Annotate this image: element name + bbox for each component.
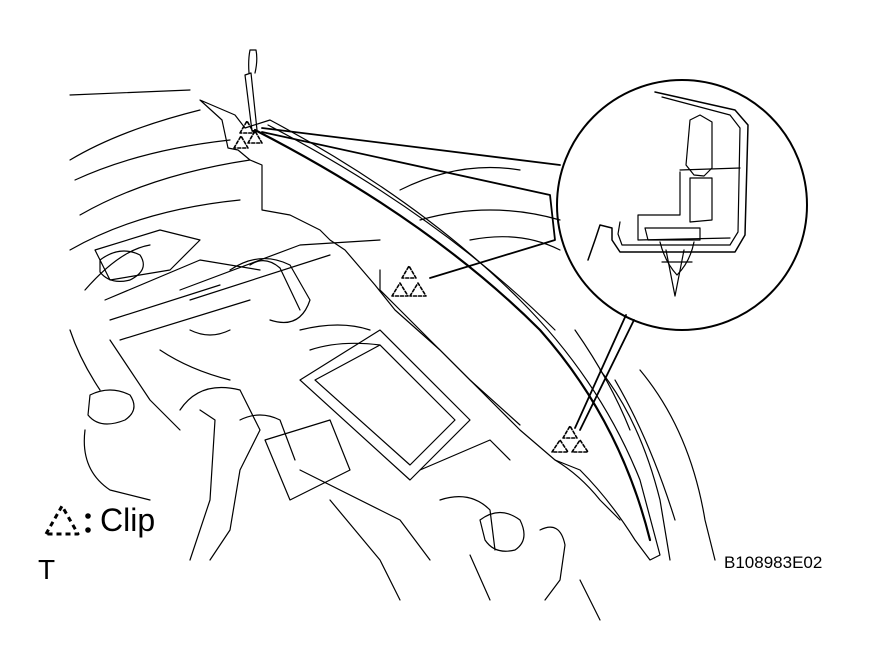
clip-marker-1 — [233, 120, 263, 149]
corner-letter: T — [38, 554, 56, 585]
reference-code: B108983E02 — [724, 553, 823, 572]
legend: Clip — [40, 496, 155, 544]
clip-marker-3 — [551, 425, 589, 453]
clip-detail-view — [556, 79, 808, 331]
clip-triangle-icon — [44, 504, 91, 536]
engine-bay-background — [69, 89, 716, 621]
clip-marker-2 — [391, 265, 427, 297]
cowl-panel — [199, 99, 661, 561]
callout-leaders — [261, 127, 635, 431]
legend-label: Clip — [100, 502, 156, 538]
screwdriver — [244, 49, 258, 132]
